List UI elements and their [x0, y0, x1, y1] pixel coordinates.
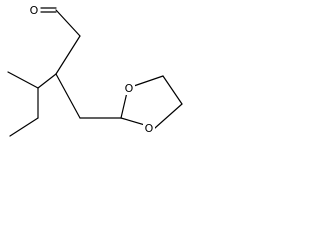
ring-oxygen-top-atom: O	[123, 81, 135, 95]
ring-oxygen-bottom-atom: O	[143, 121, 155, 135]
aldehyde-oxygen-label: O	[30, 4, 39, 17]
bond-c3-ch2-acetal	[55, 73, 81, 119]
bond-branch-methyl	[7, 71, 39, 89]
molecule-structure: O O O	[7, 3, 183, 137]
ring-bond-c4-o3	[154, 103, 183, 129]
bond-aldehyde-c-ch2	[55, 9, 81, 37]
ring-oxygen-bottom-label: O	[145, 122, 154, 135]
ring-bond-c5-c4	[162, 75, 183, 105]
bond-ch2-c3	[55, 35, 81, 75]
aldehyde-oxygen-atom: O	[28, 3, 40, 17]
ring-oxygen-top-label: O	[125, 82, 134, 95]
bond-ethyl-ch3	[9, 117, 39, 137]
bond-c3-branch	[37, 73, 57, 89]
